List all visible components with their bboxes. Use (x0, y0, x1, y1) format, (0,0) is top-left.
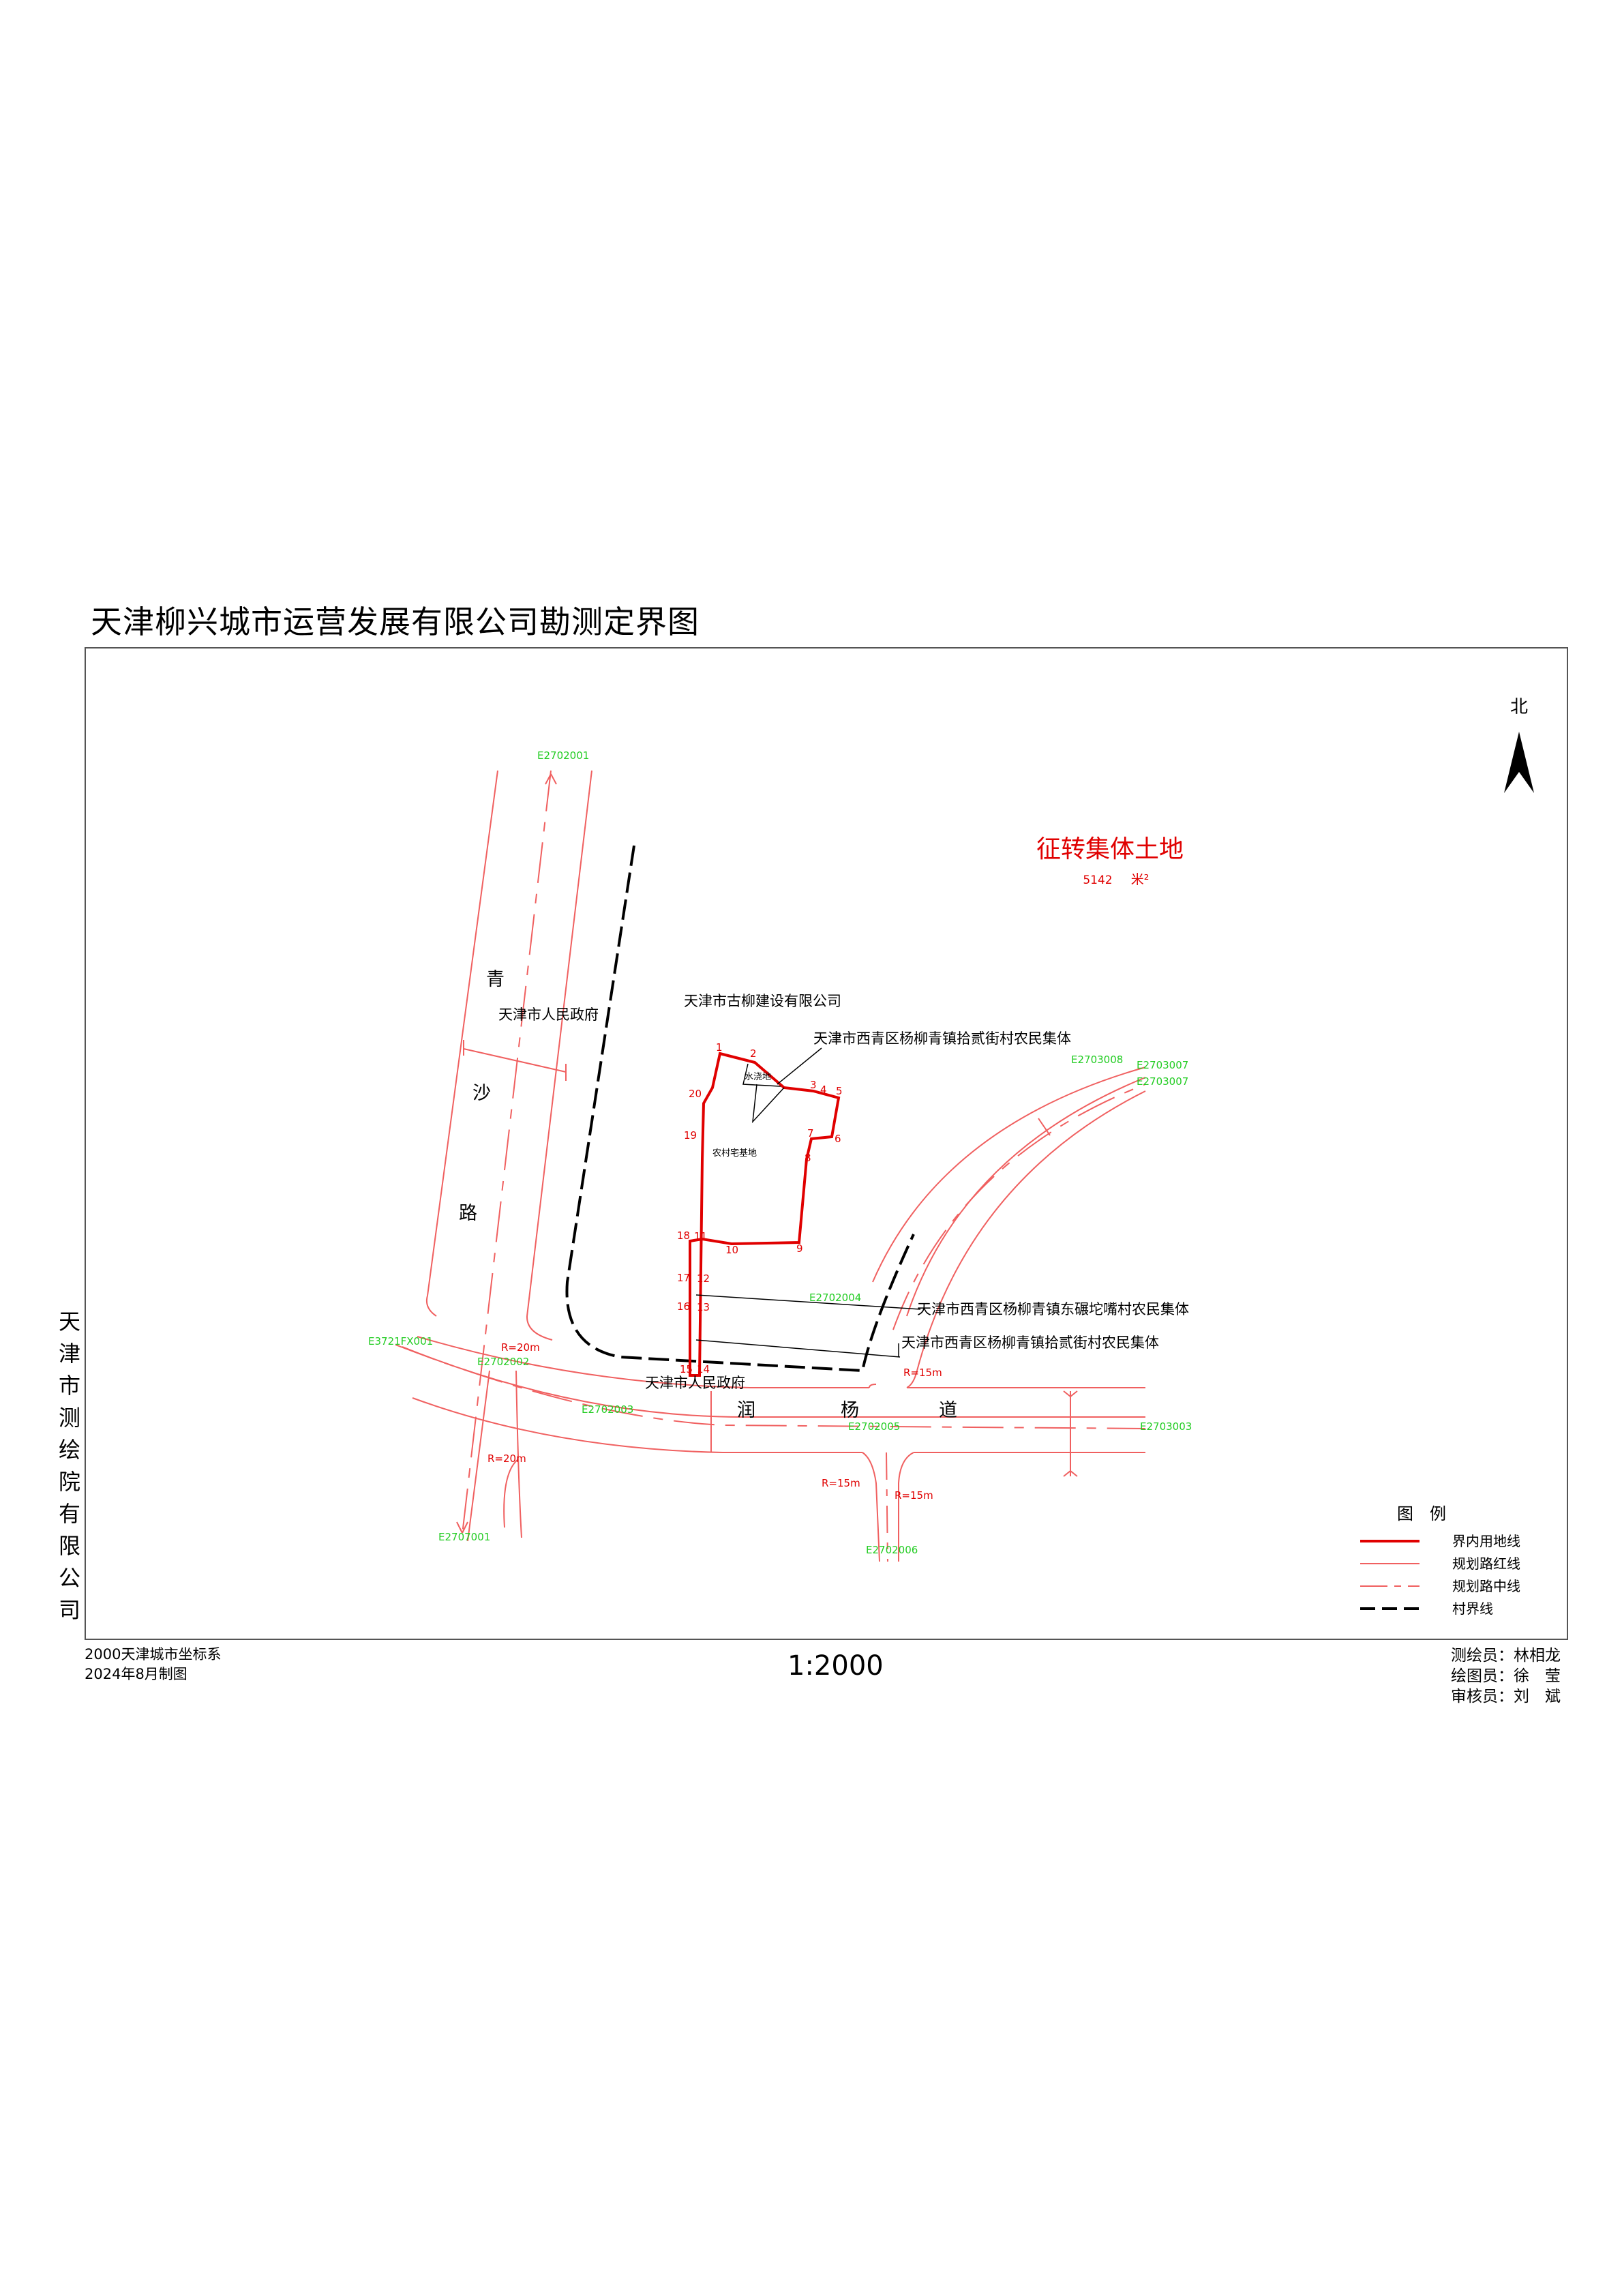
legend: 图 例 界内用地线 规划路红线 规划路中线 村界线 (1360, 1504, 1520, 1617)
point-codes: E2702001 E2703008 E2703007 E2703007 E270… (368, 749, 1192, 1556)
qingsha-road (425, 770, 592, 1542)
surveyor-label: 测绘员： (1451, 1647, 1514, 1665)
credits-block: 测绘员：林相龙 绘图员：徐 莹 审核员：刘 斌 (1451, 1645, 1561, 1707)
point-10: 10 (725, 1244, 738, 1256)
village-boundary-line (565, 845, 915, 1373)
ne-road (862, 1067, 1146, 1562)
point-12: 12 (697, 1272, 710, 1285)
qingsha-char-2: 沙 (472, 1083, 491, 1104)
reviewer-label: 审核员： (1451, 1688, 1514, 1705)
north-arrow-icon (1504, 732, 1534, 793)
point-11: 11 (694, 1230, 707, 1242)
owner-labels: 天津市人民政府 天津市古柳建设有限公司 天津市西青区杨柳青镇拾贰街村农民集体 天… (498, 993, 1189, 1391)
point-1: 1 (716, 1041, 723, 1054)
point-2: 2 (750, 1047, 757, 1060)
coord-system: 2000天津城市坐标系 (85, 1646, 222, 1663)
drafter-name: 徐 莹 (1514, 1667, 1561, 1685)
radius-r15-upper: R=15m (903, 1367, 942, 1379)
point-19: 19 (684, 1129, 697, 1142)
runyang-char-3: 道 (939, 1400, 957, 1421)
land-unit: 米² (1131, 872, 1150, 887)
north-label: 北 (1510, 697, 1528, 717)
legend-label-road-red: 规划路红线 (1452, 1555, 1520, 1572)
point-18: 18 (677, 1229, 690, 1242)
map-scale: 1:2000 (787, 1650, 884, 1682)
radius-r20-lower: R=20m (487, 1452, 526, 1465)
point-4: 4 (820, 1084, 827, 1096)
point-14: 14 (697, 1363, 710, 1375)
reviewer-name: 刘 斌 (1514, 1688, 1561, 1705)
code-north: E2702001 (537, 749, 589, 762)
legend-title: 图 例 (1397, 1504, 1446, 1523)
shierjie-bottom-label: 天津市西青区杨柳青镇拾贰街村农民集体 (901, 1335, 1159, 1351)
legend-label-road-center: 规划路中线 (1452, 1578, 1520, 1594)
qingsha-road-arrows (456, 773, 557, 1534)
road-names: 青 沙 路 润 杨 道 (459, 969, 957, 1421)
point-9: 9 (796, 1242, 803, 1255)
point-5: 5 (836, 1085, 843, 1097)
company-name-vertical: 天津市测绘院有限公司 (58, 1309, 80, 1623)
radius-r15-lower-right: R=15m (895, 1489, 933, 1502)
point-6: 6 (835, 1133, 841, 1145)
point-7: 7 (807, 1127, 814, 1139)
code-west1: E3721FX001 (368, 1335, 433, 1347)
owner-leaders (695, 1047, 921, 1358)
legend-label-parcel: 界内用地线 (1452, 1533, 1520, 1549)
runyang-char-2: 杨 (841, 1400, 859, 1421)
radius-labels: R=20m R=20m R=15m R=15m R=15m (487, 1341, 942, 1502)
point-20: 20 (689, 1088, 702, 1100)
radius-r15-lower-left: R=15m (822, 1477, 860, 1489)
gov-south-label: 天津市人民政府 (645, 1375, 745, 1391)
code-ne3: E2703007 (1137, 1075, 1188, 1088)
parcel-inner (742, 1063, 785, 1124)
boundary-points: 1 2 3 4 5 6 7 8 9 10 11 12 13 14 15 16 1… (677, 1041, 843, 1375)
qingsha-char-1: 青 (486, 969, 505, 990)
point-8: 8 (805, 1152, 811, 1164)
runyang-char-1: 润 (737, 1400, 755, 1421)
code-ne2: E2703007 (1137, 1059, 1188, 1071)
legend-label-village: 村界线 (1452, 1600, 1493, 1617)
code-south-junction: E2702005 (848, 1420, 900, 1433)
radius-r20-upper: R=20m (501, 1341, 540, 1354)
point-3: 3 (810, 1079, 817, 1091)
water-land-label: 水浇地 (745, 1072, 771, 1082)
map-date: 2024年8月制图 (85, 1666, 187, 1682)
point-16: 16 (677, 1300, 690, 1313)
homestead-label: 农村宅基地 (712, 1148, 757, 1159)
map-frame (85, 647, 1568, 1640)
code-east: E2703003 (1140, 1420, 1192, 1433)
code-ne1: E2703008 (1071, 1054, 1123, 1066)
dongdatuozui-label: 天津市西青区杨柳青镇东碾坨嘴村农民集体 (917, 1301, 1189, 1317)
land-area: 5142 (1083, 874, 1112, 887)
code-west3: E2702003 (582, 1403, 633, 1416)
surveyor-name: 林相龙 (1514, 1647, 1561, 1665)
gulin-label: 天津市古柳建设有限公司 (684, 993, 841, 1009)
point-17: 17 (677, 1272, 690, 1284)
drafter-label: 绘图员： (1451, 1667, 1514, 1685)
code-mid: E2702004 (809, 1292, 861, 1304)
qingsha-char-3: 路 (459, 1203, 477, 1224)
code-southwest: E2707001 (438, 1531, 490, 1543)
shierjie-top-label: 天津市西青区杨柳青镇拾贰街村农民集体 (813, 1030, 1071, 1047)
point-13: 13 (697, 1301, 710, 1313)
gov-north-label: 天津市人民政府 (498, 1007, 599, 1023)
map-title: 天津柳兴城市运营发展有限公司勘测定界图 (91, 603, 700, 640)
land-heading: 征转集体土地 (1036, 835, 1184, 863)
point-15: 15 (680, 1363, 693, 1375)
parcel-boundary (689, 1052, 841, 1377)
code-south: E2702006 (866, 1544, 918, 1556)
runyang-road (395, 1336, 1146, 1528)
code-west2: E2702002 (477, 1356, 529, 1368)
